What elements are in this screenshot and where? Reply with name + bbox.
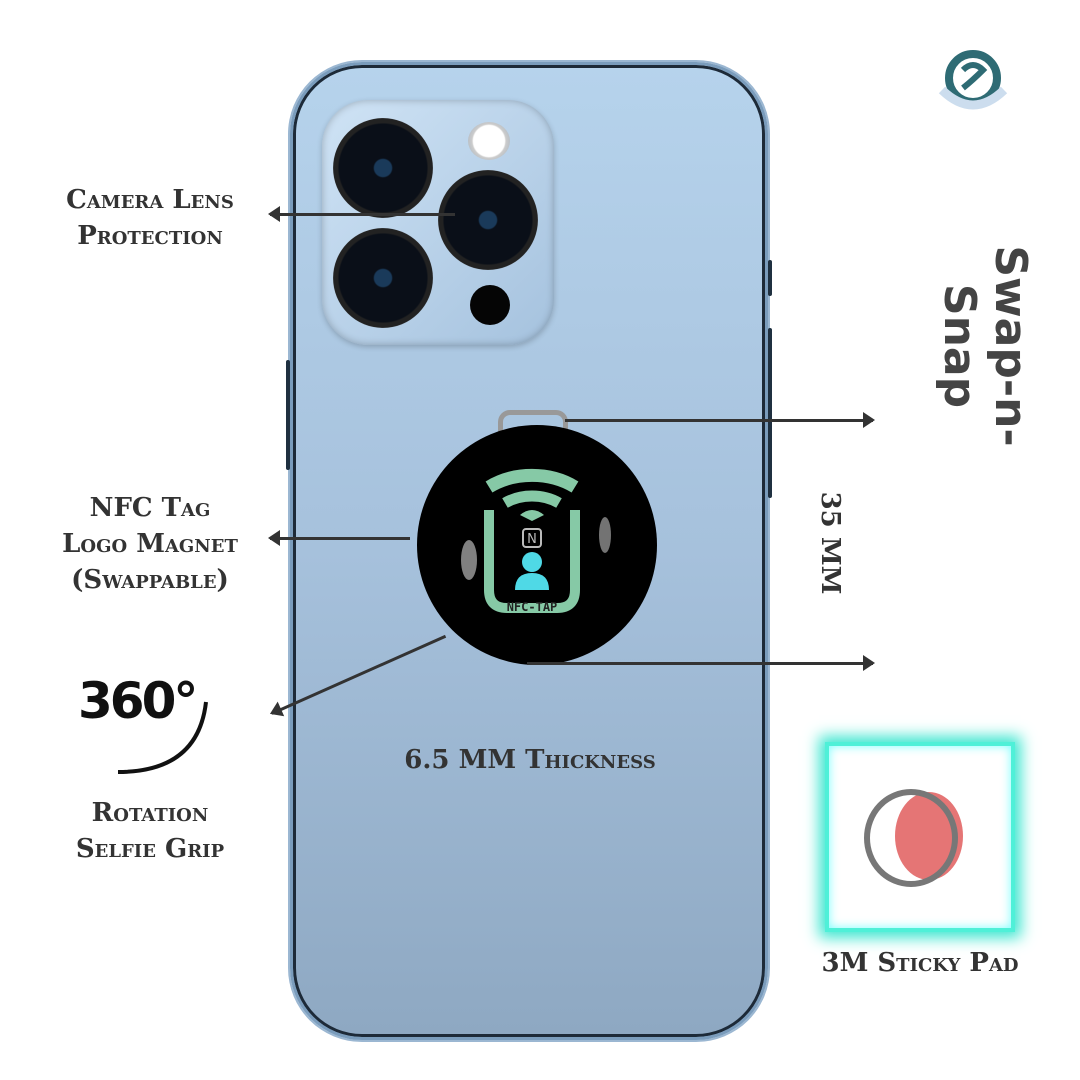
- nfc-label-line: NFC Tag: [89, 493, 211, 523]
- ring-holder: N NFC-TAP: [417, 425, 657, 665]
- brand-logo: [928, 48, 1018, 118]
- swap-n-snap-logo-icon: [938, 50, 1008, 110]
- camera-label-line: Camera Lens: [66, 185, 234, 215]
- flash: [468, 122, 510, 160]
- rotation-label: Rotation Selfie Grip: [40, 795, 260, 867]
- nfc-logo: N NFC-TAP: [461, 468, 611, 614]
- nfc-tap-text: NFC-TAP: [507, 600, 558, 614]
- camera-lens: [333, 228, 433, 328]
- arrow-right: [527, 655, 875, 671]
- n-mark: N: [527, 532, 537, 547]
- arrow-left: [268, 206, 455, 222]
- camera-label-line: Protection: [77, 221, 223, 251]
- rotation-360-icon: 360°: [78, 672, 218, 782]
- nfc-label-line: Logo Magnet: [62, 529, 238, 559]
- camera-label: Camera Lens Protection: [40, 182, 260, 254]
- rotation-swoosh-icon: [117, 701, 208, 774]
- thickness-label: 6.5 MM Thickness: [404, 745, 656, 775]
- rotation-label-line: Selfie Grip: [75, 834, 225, 864]
- nfc-label: NFC Tag Logo Magnet (Swappable): [30, 490, 270, 598]
- arrow-left: [268, 530, 410, 546]
- camera-lens: [438, 170, 538, 270]
- side-button: [286, 360, 290, 470]
- nfc-label-line: (Swappable): [71, 565, 229, 595]
- brand-name-vertical: Swap-n-Snap: [934, 245, 1036, 447]
- side-button: [768, 260, 772, 296]
- rotation-badge: 360°: [78, 672, 198, 730]
- size-label: 35 MM: [815, 491, 845, 595]
- side-button: [768, 328, 772, 498]
- sticky-pad-label: 3M Sticky Pad: [821, 948, 1019, 978]
- ring-sticky-pad-image: [864, 789, 963, 887]
- sticky-pad-photo: [825, 742, 1015, 932]
- rotation-label-line: Rotation: [91, 798, 209, 828]
- ring-hinge: [498, 410, 568, 440]
- lidar-sensor: [470, 285, 510, 325]
- camera-lens: [333, 118, 433, 218]
- arrow-right: [565, 412, 875, 428]
